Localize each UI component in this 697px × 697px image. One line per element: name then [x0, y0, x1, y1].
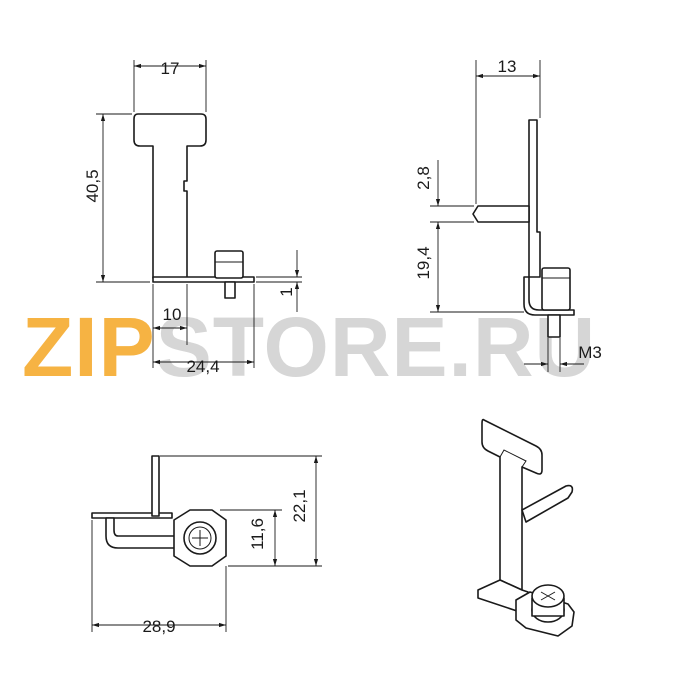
side-strip	[528, 119, 541, 278]
watermark-prefix: ZIP	[22, 300, 156, 394]
front-screw-head	[214, 250, 244, 279]
front-screw-shank	[224, 281, 236, 299]
side-view: 13 2,8 19,4 M3	[414, 57, 602, 372]
front-bracket-body	[133, 113, 207, 279]
dim-side-thread: M3	[578, 343, 602, 362]
dim-front-height: 40,5	[83, 169, 102, 202]
front-base-plate	[152, 276, 255, 283]
dim-front-offset: 10	[163, 305, 182, 324]
watermark-suffix: STORE.RU	[156, 300, 597, 394]
top-view: 28,9 11,6 22,1	[91, 455, 322, 636]
watermark: ZIPSTORE.RU	[22, 300, 596, 394]
iso-screw-cross	[540, 591, 556, 601]
top-bracket	[105, 517, 177, 549]
dim-side-width: 13	[498, 57, 517, 76]
isometric-view	[477, 418, 575, 637]
watermark-text: ZIPSTORE.RU	[22, 300, 596, 394]
dim-front-length: 24,4	[186, 357, 219, 376]
dim-top-inner: 11,6	[248, 518, 267, 550]
front-view: 17 40,5 1 10 24,4	[83, 59, 302, 376]
dim-side-tab-height: 19,4	[414, 246, 433, 279]
dim-top-length: 28,9	[142, 617, 175, 636]
top-fin	[151, 455, 160, 517]
dim-front-thickness: 1	[277, 287, 296, 296]
dim-side-tab: 2,8	[414, 166, 433, 190]
side-screw-shank	[547, 314, 561, 338]
side-tab	[472, 205, 530, 223]
dim-front-width: 17	[161, 59, 180, 78]
top-screw-cross	[192, 530, 208, 546]
side-screw-head	[541, 267, 571, 311]
dim-top-outer: 22,1	[290, 489, 309, 522]
side-bend	[523, 276, 575, 316]
iso-tab	[521, 484, 574, 523]
top-strip	[91, 512, 173, 519]
